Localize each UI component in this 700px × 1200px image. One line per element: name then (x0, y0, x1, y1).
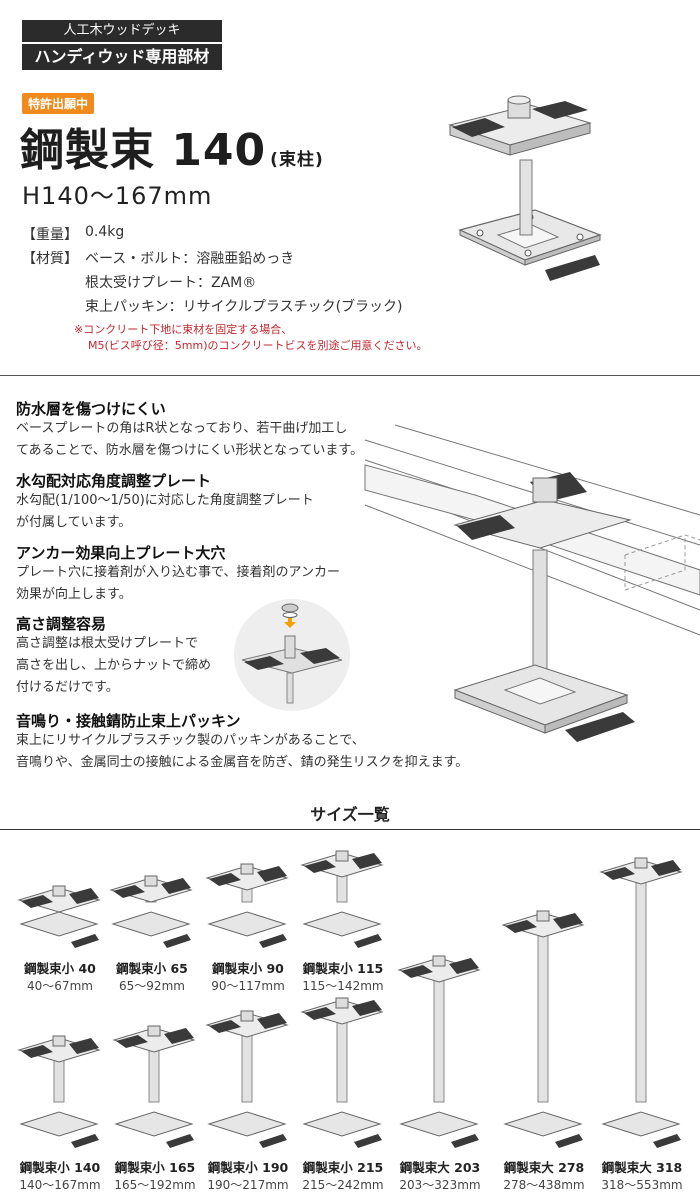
product-height-range: 190〜217mm (207, 1178, 289, 1192)
product-height-range: 90〜117mm (211, 979, 285, 993)
feature-4-line-1: 高さ調整は根太受けプレートで (16, 636, 199, 651)
note-line-1: ※コンクリート下地に束材を固定する場合、 (74, 323, 293, 336)
feature-3-title: アンカー効果向上プレート大穴 (16, 544, 226, 562)
product-image (109, 875, 193, 948)
category-label: 人工木ウッドデッキ (22, 20, 222, 42)
product-image (397, 955, 481, 1148)
feature-4-text: 高さ調整は根太受けプレートで高さを出し、上からナットで締め付けるだけです。 (16, 633, 211, 699)
deck-installation-illustration (364, 424, 700, 742)
product-height-range: 165〜192mm (114, 1178, 196, 1192)
product-height-range: 318〜553mm (601, 1178, 683, 1192)
feature-3-line-1: プレート穴に接着剤が入り込む事で、接着剤のアンカー (16, 565, 340, 580)
product-image (112, 1025, 196, 1148)
feature-2-line-1: 水勾配(1/100〜1/50)に対応した角度調整プレート (16, 493, 314, 508)
product-image (17, 1035, 101, 1148)
product-height-range: 115〜142mm (302, 979, 384, 993)
product-card: 鋼製束小 165 165〜192mm (105, 1157, 205, 1193)
product-height-range: 140〜167mm (19, 1178, 101, 1192)
feature-4-line-3: 付けるだけです。 (16, 680, 119, 695)
material-line-2: 根太受けプレート：ZAM® (85, 275, 257, 291)
feature-1-line-2: てあることで、防水層を傷つけにくい形状となっています。 (16, 443, 364, 458)
product-image (300, 850, 384, 948)
product-card: 鋼製束小 140 140〜167mm (10, 1157, 110, 1193)
product-image (501, 910, 585, 1148)
material-label: 【材質】 (22, 251, 78, 267)
product-card: 鋼製束小 90 90〜117mm (198, 958, 298, 994)
section-divider-top (0, 375, 700, 376)
product-name: 鋼製束小 115 (302, 961, 384, 976)
product-name: 鋼製束小 90 (212, 961, 284, 976)
feature-4-line-2: 高さを出し、上からナットで締め (16, 658, 212, 673)
product-image (17, 885, 101, 948)
material-line-3: 束上パッキン：リサイクルプラスチック(ブラック) (85, 299, 403, 315)
product-name: 鋼製束大 278 (503, 1160, 585, 1175)
product-height-range: 65〜92mm (119, 979, 185, 993)
feature-4-title: 高さ調整容易 (16, 615, 107, 633)
feature-5-text: 束上にリサイクルプラスチック製のパッキンがあることで、音鳴りや、金属同士の接触に… (16, 730, 468, 774)
hero-product-image (448, 95, 602, 281)
feature-3-text: プレート穴に接着剤が入り込む事で、接着剤のアンカー効果が向上します。 (16, 562, 340, 606)
feature-5-title: 音鳴り・接触錆防止束上パッキン (16, 712, 241, 730)
product-height-range: 40〜67mm (27, 979, 93, 993)
product-image (205, 863, 289, 948)
product-name: 鋼製束小 165 (114, 1160, 196, 1175)
patent-badge: 特許出願中 (22, 93, 95, 114)
height-adjust-illustration (234, 599, 350, 711)
product-name: 鋼製束 140 (20, 125, 267, 176)
product-height-range: 278〜438mm (503, 1178, 585, 1192)
product-height-range: 215〜242mm (302, 1178, 384, 1192)
feature-2-title: 水勾配対応角度調整プレート (16, 472, 212, 490)
product-name: 鋼製束小 140 (19, 1160, 101, 1175)
product-title: 鋼製束 140(束柱) (20, 114, 324, 178)
feature-2-line-2: が付属しています。 (16, 515, 132, 530)
feature-5-line-1: 束上にリサイクルプラスチック製のパッキンがあることで、 (16, 733, 365, 748)
product-card: 鋼製束大 318 318〜553mm (592, 1157, 692, 1193)
product-image (300, 997, 384, 1148)
product-card: 鋼製束大 278 278〜438mm (494, 1157, 594, 1193)
product-suffix: (束柱) (270, 150, 324, 170)
feature-1-line-1: ベースプレートの角はR状となっており、若干曲げ加工し (16, 421, 348, 436)
product-card: 鋼製束小 215 215〜242mm (293, 1157, 393, 1193)
product-card: 鋼製束大 203 203〜323mm (390, 1157, 490, 1193)
subcategory-label: ハンディウッド専用部材 (22, 43, 222, 70)
product-name: 鋼製束大 318 (601, 1160, 683, 1175)
weight-label: 【重量】 (22, 227, 78, 243)
product-card: 鋼製束小 40 40〜67mm (10, 958, 110, 994)
product-height-range: 203〜323mm (399, 1178, 481, 1192)
note-line-2: M5(ビス呼び径：5mm)のコンクリートビスを別途ご用意ください。 (88, 339, 428, 352)
height-range: H140〜167mm (22, 182, 213, 210)
product-image (599, 857, 683, 1148)
feature-1-text: ベースプレートの角はR状となっており、若干曲げ加工してあることで、防水層を傷つけ… (16, 418, 363, 462)
product-name: 鋼製束大 203 (399, 1160, 481, 1175)
product-name: 鋼製束小 190 (207, 1160, 289, 1175)
product-name: 鋼製束小 40 (24, 961, 96, 976)
subcategory-text: ハンディウッド専用部材 (34, 47, 210, 66)
size-list-title: サイズ一覧 (310, 805, 390, 824)
feature-3-line-2: 効果が向上します。 (16, 587, 132, 602)
product-image (205, 1010, 289, 1148)
feature-1-title: 防水層を傷つけにくい (16, 400, 166, 418)
product-card: 鋼製束小 190 190〜217mm (198, 1157, 298, 1193)
product-name: 鋼製束小 65 (116, 961, 188, 976)
product-card: 鋼製束小 115 115〜142mm (293, 958, 393, 994)
weight-value: 0.4kg (85, 224, 125, 240)
feature-2-text: 水勾配(1/100〜1/50)に対応した角度調整プレートが付属しています。 (16, 490, 314, 534)
feature-5-line-2: 音鳴りや、金属同士の接触による金属音を防ぎ、錆の発生リスクを抑えます。 (16, 755, 469, 770)
material-line-1: ベース・ボルト：溶融亜鉛めっき (85, 251, 295, 267)
section-divider-sizes (0, 829, 700, 830)
product-name: 鋼製束小 215 (302, 1160, 384, 1175)
product-card: 鋼製束小 65 65〜92mm (102, 958, 202, 994)
